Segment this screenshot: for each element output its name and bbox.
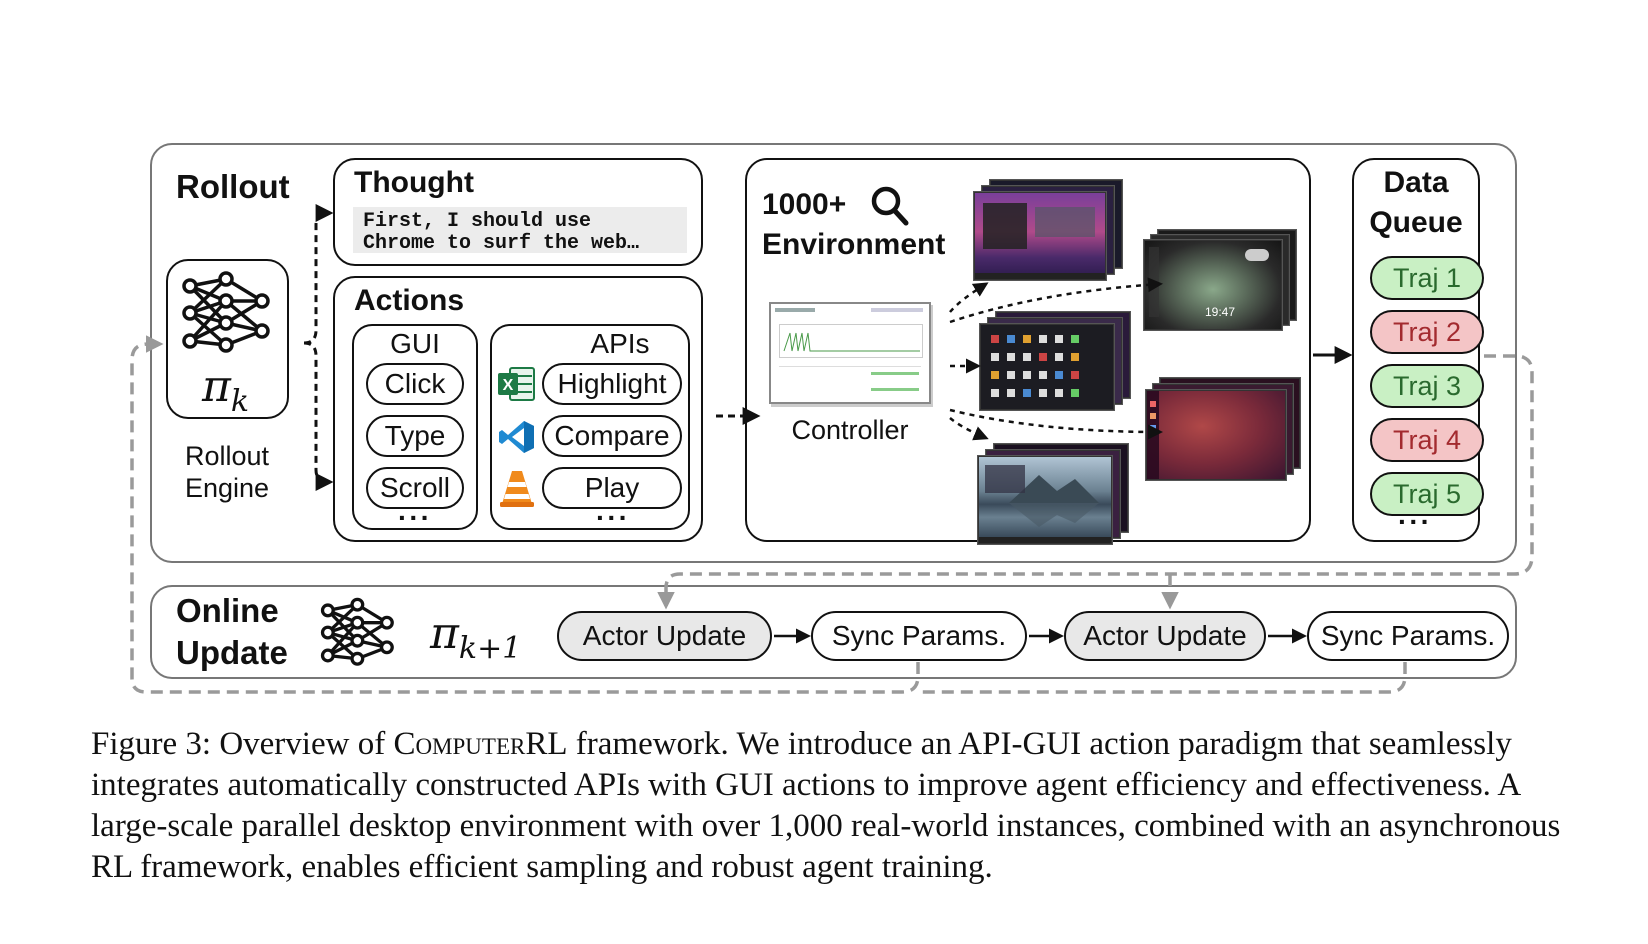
neural-network-icon	[182, 271, 270, 353]
desktop-screenshot-2: 19:47	[1144, 240, 1282, 330]
traj-item-5: Traj 5	[1370, 472, 1484, 516]
rollout-engine-label: Rollout Engine	[184, 441, 270, 503]
data-queue-title: Data Queue	[1369, 166, 1463, 239]
thought-title: Thought	[354, 166, 474, 199]
gui-title: GUI	[390, 328, 440, 359]
online-update-panel	[150, 585, 1517, 679]
rollout-engine-box: πk	[166, 259, 289, 419]
actor-update-step-1: Actor Update	[557, 611, 772, 661]
excel-icon: X	[498, 367, 535, 401]
desktop-screenshot-1	[974, 192, 1106, 280]
traj-item-3: Traj 3	[1370, 364, 1484, 408]
data-queue-more: ···	[1398, 506, 1432, 537]
sync-params-step-2: Sync Params.	[1307, 611, 1509, 661]
online-update-title: Online Update	[176, 592, 288, 671]
traj-item-1: Traj 1	[1370, 256, 1484, 300]
controller-screenshot	[769, 302, 931, 404]
api-play-pill: Play	[542, 467, 682, 509]
api-compare-pill: Compare	[542, 415, 682, 457]
rollout-panel	[150, 143, 1517, 563]
traj-item-2: Traj 2	[1370, 310, 1484, 354]
arrow-engine-to-actions	[303, 341, 334, 491]
policy-pi-k-plus-1: πk+1	[430, 608, 522, 666]
actions-title: Actions	[354, 284, 465, 317]
environment-title: 1000+ Environment	[762, 188, 946, 261]
traj-item-4: Traj 4	[1370, 418, 1484, 462]
thought-text: First, I should use Chrome to surf the w…	[353, 207, 687, 255]
arrow-engine-to-thought	[303, 204, 334, 345]
desktop-screenshot-5	[978, 456, 1112, 544]
arrow-ctrl-to-desk-4	[949, 408, 1163, 440]
figure-caption: Figure 3: Overview of ComputerRL framewo…	[91, 726, 1561, 885]
loop-sync-to-rollout	[130, 335, 920, 694]
framework-name: ComputerRL	[393, 726, 568, 762]
loop-queue-to-actor-update	[657, 354, 1534, 610]
desktop-screenshot-3	[980, 324, 1114, 410]
arrow-ctrl-to-desk-2	[949, 277, 1163, 324]
vlc-icon	[500, 471, 534, 507]
gui-more: ···	[398, 502, 432, 533]
apis-more: ···	[596, 502, 630, 533]
arrow-ctrl-to-desk-5	[949, 417, 989, 441]
desktop-screenshot-4	[1146, 390, 1286, 480]
rollout-title: Rollout	[176, 168, 290, 205]
gui-scroll-pill: Scroll	[366, 467, 464, 509]
svg-text:X: X	[503, 377, 514, 394]
vscode-icon	[499, 421, 534, 453]
policy-pi-k: πk	[202, 361, 250, 419]
gui-type-pill: Type	[366, 415, 464, 457]
arrow-ctrl-to-desk-1	[949, 282, 989, 313]
gui-click-pill: Click	[366, 363, 464, 405]
apis-title: APIs	[590, 328, 650, 359]
loop-sync-2	[918, 662, 1407, 694]
api-highlight-pill: Highlight	[542, 363, 682, 405]
actor-update-step-2: Actor Update	[1064, 611, 1266, 661]
sync-params-step-1: Sync Params.	[811, 611, 1027, 661]
controller-label: Controller	[791, 415, 909, 445]
neural-network-icon-updated	[320, 597, 394, 666]
search-icon	[871, 186, 909, 226]
